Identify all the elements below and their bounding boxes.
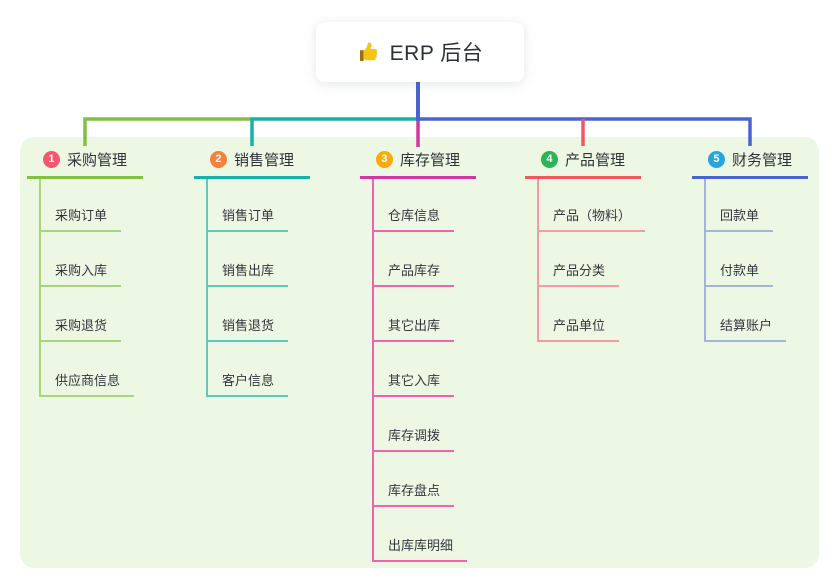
child-node[interactable]: 回款单 xyxy=(704,207,774,232)
child-node[interactable]: 其它出库 xyxy=(372,317,455,342)
branch-label: 产品管理 xyxy=(564,151,625,169)
branch-trunk-line xyxy=(704,179,706,342)
branch-trunk-line xyxy=(372,179,374,562)
child-node[interactable]: 产品（物料） xyxy=(537,207,646,232)
child-node[interactable]: 采购入库 xyxy=(39,262,122,287)
branches-background-panel xyxy=(20,137,819,568)
child-node[interactable]: 产品单位 xyxy=(537,317,620,342)
branch-trunk-line xyxy=(537,179,539,342)
branch-label: 库存管理 xyxy=(399,151,460,169)
child-node[interactable]: 产品库存 xyxy=(372,262,455,287)
child-node[interactable]: 采购订单 xyxy=(39,207,122,232)
branch-label: 财务管理 xyxy=(731,151,792,169)
child-node[interactable]: 销售订单 xyxy=(206,207,289,232)
child-node[interactable]: 出库库明细 xyxy=(372,537,468,562)
child-node[interactable]: 供应商信息 xyxy=(39,372,135,397)
child-node[interactable]: 销售出库 xyxy=(206,262,289,287)
child-node[interactable]: 客户信息 xyxy=(206,372,289,397)
child-node[interactable]: 库存调拨 xyxy=(372,427,455,452)
thumbs-up-icon xyxy=(359,42,377,61)
branch-node-4[interactable]: 4 产品管理 xyxy=(525,146,641,179)
branch-number-badge: 3 xyxy=(375,150,393,168)
child-node[interactable]: 库存盘点 xyxy=(372,482,455,507)
branch-node-2[interactable]: 2 销售管理 xyxy=(194,146,310,179)
branch-label: 采购管理 xyxy=(66,151,127,169)
child-node[interactable]: 销售退货 xyxy=(206,317,289,342)
branch-node-5[interactable]: 5 财务管理 xyxy=(692,146,808,179)
branch-number-badge: 1 xyxy=(42,150,60,168)
branch-number-badge: 4 xyxy=(540,150,558,168)
branch-node-3[interactable]: 3 库存管理 xyxy=(360,146,476,179)
child-node[interactable]: 采购退货 xyxy=(39,317,122,342)
branch-label: 销售管理 xyxy=(233,151,294,169)
root-node[interactable]: ERP 后台 xyxy=(316,22,524,82)
branch-number-badge: 2 xyxy=(209,150,227,168)
branch-number-badge: 5 xyxy=(707,150,725,168)
child-node[interactable]: 仓库信息 xyxy=(372,207,455,232)
branch-trunk-line xyxy=(39,179,41,397)
branch-trunk-line xyxy=(206,179,208,397)
child-node[interactable]: 产品分类 xyxy=(537,262,620,287)
child-node[interactable]: 结算账户 xyxy=(704,317,787,342)
branch-node-1[interactable]: 1 采购管理 xyxy=(27,146,143,179)
root-title: ERP 后台 xyxy=(389,42,484,65)
child-node[interactable]: 其它入库 xyxy=(372,372,455,397)
child-node[interactable]: 付款单 xyxy=(704,262,774,287)
